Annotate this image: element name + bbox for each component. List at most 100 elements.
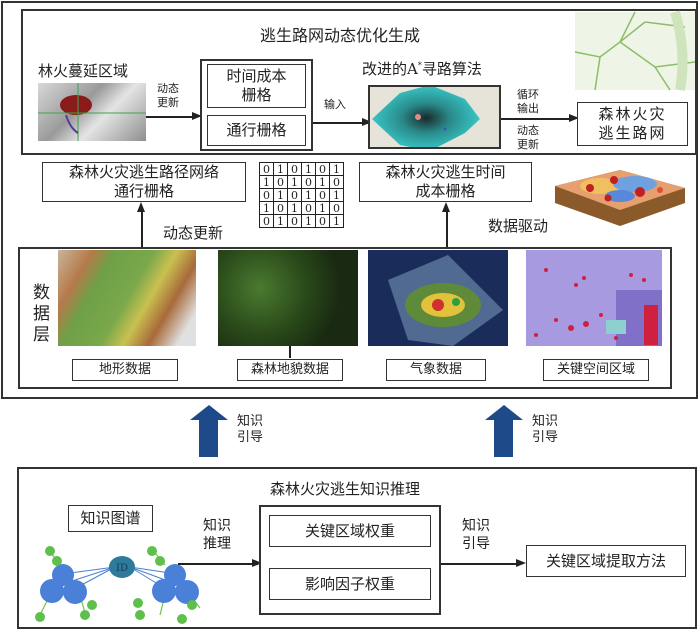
binary-grid-cell: 0 bbox=[315, 214, 330, 228]
knowledge-guide-label: 知识 引导 bbox=[462, 518, 490, 552]
connector-forest bbox=[289, 346, 291, 358]
arrowhead bbox=[362, 118, 372, 126]
arrow-grids-to-algorithm bbox=[313, 122, 369, 124]
binary-grid-cell: 1 bbox=[329, 188, 344, 202]
binary-grid-cell: 1 bbox=[301, 214, 316, 228]
binary-grid-cell: 1 bbox=[329, 162, 344, 176]
loop-output-label: 循环 输出 bbox=[517, 88, 539, 115]
arrow-data-to-passable-grid bbox=[141, 210, 143, 247]
cost-surface-plot bbox=[555, 170, 685, 226]
astar-algorithm-label: 改进的A*寻路算法 bbox=[362, 60, 482, 78]
knowledge-graph-label-box: 知识图谱 bbox=[68, 505, 153, 532]
guidance-arrow-right bbox=[485, 405, 523, 457]
fire-spread-label: 林火蔓延区域 bbox=[38, 62, 129, 80]
key-region-extraction-box: 关键区域提取方法 bbox=[526, 545, 686, 577]
terrain-data-label-box: 地形数据 bbox=[72, 359, 178, 381]
binary-grid-cell: 0 bbox=[259, 162, 274, 176]
binary-grid-cell: 1 bbox=[301, 162, 316, 176]
arrowhead bbox=[516, 559, 526, 567]
key-region-label-box: 关键空间区域 bbox=[543, 359, 649, 381]
arrowhead bbox=[569, 114, 579, 122]
road-network-map-image bbox=[574, 10, 696, 91]
guidance-label-left: 知识 引导 bbox=[237, 414, 264, 446]
key-region-overlay bbox=[534, 268, 662, 346]
binary-grid-cell: 1 bbox=[329, 214, 344, 228]
escape-network-box: 森林火灾 逃生路网 bbox=[577, 102, 688, 146]
arrow-data-to-time-cost bbox=[446, 210, 448, 247]
binary-grid-cell: 1 bbox=[315, 175, 330, 189]
key-region-weight-box: 关键区域权重 bbox=[269, 515, 431, 547]
knowledge-reasoning-label: 知识 推理 bbox=[203, 518, 231, 552]
binary-grid-cell: 1 bbox=[315, 201, 330, 215]
center-node bbox=[109, 556, 135, 578]
binary-grid-cell: 1 bbox=[273, 162, 288, 176]
forest-data-image bbox=[218, 250, 358, 346]
time-cost-grid-box: 时间成本 栅格 bbox=[207, 64, 306, 108]
binary-grid-cell: 0 bbox=[287, 214, 302, 228]
weather-data-label-box: 气象数据 bbox=[386, 359, 486, 381]
knowledge-reasoning-title: 森林火灾逃生知识推理 bbox=[270, 480, 421, 498]
arrow-spread-to-grids bbox=[146, 116, 194, 118]
arrow-algorithm-to-network bbox=[501, 118, 571, 120]
key-region-image bbox=[526, 250, 662, 346]
astar-heatmap-image bbox=[368, 85, 501, 149]
weather-radar-overlay bbox=[388, 255, 503, 346]
cluster-right bbox=[152, 564, 199, 604]
arrowhead bbox=[192, 112, 202, 120]
arrowhead bbox=[252, 559, 262, 567]
binary-grid-cell: 0 bbox=[301, 175, 316, 189]
binary-grid-cell: 1 bbox=[287, 201, 302, 215]
impact-factor-weight-box: 影响因子权重 bbox=[269, 568, 431, 600]
binary-grid-cell: 1 bbox=[259, 201, 274, 215]
binary-grid-cell: 0 bbox=[301, 201, 316, 215]
dynamic-update-middle-label: 动态更新 bbox=[163, 224, 224, 242]
astar-search-area bbox=[372, 87, 480, 147]
dynamic-update-label-1: 动态 更新 bbox=[157, 82, 179, 109]
binary-grid-cell: 1 bbox=[259, 175, 274, 189]
terrain-data-image bbox=[58, 250, 196, 346]
binary-grid-cell: 1 bbox=[273, 188, 288, 202]
leaf-nodes bbox=[35, 546, 197, 624]
binary-grid-cell: 0 bbox=[259, 188, 274, 202]
fire-spread-overlay bbox=[38, 83, 146, 141]
passable-network-grid-box: 森林火灾逃生路径网络 通行栅格 bbox=[42, 162, 246, 202]
passable-grid-box: 通行栅格 bbox=[207, 115, 306, 146]
dynamic-update-label-2: 动态 更新 bbox=[517, 124, 539, 151]
binary-grid-cell: 0 bbox=[273, 201, 288, 215]
binary-grid-cell: 0 bbox=[329, 201, 344, 215]
binary-grid-cell: 0 bbox=[287, 162, 302, 176]
road-network-lines bbox=[574, 10, 696, 91]
binary-grid-cell: 0 bbox=[273, 175, 288, 189]
input-label: 输入 bbox=[324, 98, 346, 111]
arrowhead bbox=[442, 202, 450, 212]
weather-data-image bbox=[368, 250, 508, 346]
time-cost-grid-main-box: 森林火灾逃生时间 成本栅格 bbox=[359, 162, 532, 202]
route-generation-title: 逃生路网动态优化生成 bbox=[260, 26, 421, 45]
knowledge-graph-diagram: ID bbox=[35, 546, 201, 624]
binary-grid-cell: 0 bbox=[315, 188, 330, 202]
cost-surface-image bbox=[550, 158, 690, 228]
arrow-kg-to-weights bbox=[178, 563, 258, 565]
fire-spread-image bbox=[38, 83, 146, 141]
forest-data-label-box: 森林地貌数据 bbox=[237, 359, 343, 381]
binary-grid-cell: 1 bbox=[287, 175, 302, 189]
data-layer-title: 数据层 bbox=[29, 283, 49, 346]
guidance-arrow-left bbox=[190, 405, 228, 457]
center-node-label: ID bbox=[116, 563, 128, 574]
guidance-arrows bbox=[190, 405, 523, 457]
binary-grid-cell: 0 bbox=[315, 162, 330, 176]
binary-grid-cell: 0 bbox=[287, 188, 302, 202]
binary-grid-cell: 0 bbox=[329, 175, 344, 189]
arrowhead bbox=[137, 202, 145, 212]
data-driven-label: 数据驱动 bbox=[488, 217, 549, 235]
arrow-weights-to-method bbox=[441, 563, 521, 565]
binary-grid-cell: 0 bbox=[259, 214, 274, 228]
guidance-label-right: 知识 引导 bbox=[532, 414, 559, 446]
binary-grid-cell: 1 bbox=[301, 188, 316, 202]
